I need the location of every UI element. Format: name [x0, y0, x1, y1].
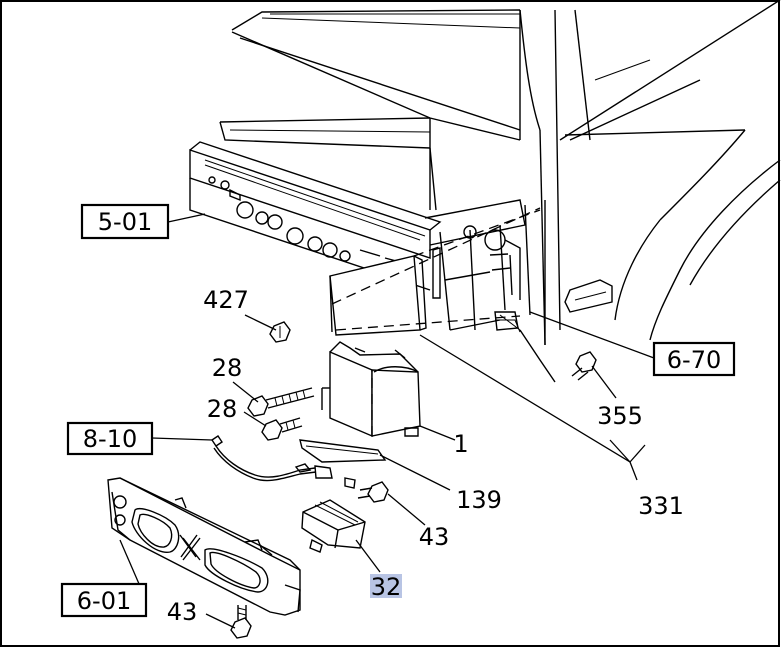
label-8-10-text: 8-10 [83, 425, 137, 453]
cab-body [219, 0, 781, 383]
label-5-01-text: 5-01 [98, 208, 152, 236]
part-label-32[interactable]: 32 [371, 573, 402, 601]
label-6-70[interactable]: 6-70 [652, 341, 736, 377]
part-label-28-upper[interactable]: 28 [212, 354, 243, 382]
front-grille-panel [107, 477, 301, 616]
part-label-28-lower[interactable]: 28 [207, 395, 238, 423]
leader-lines [119, 213, 655, 629]
label-5-01[interactable]: 5-01 [80, 203, 170, 240]
lamp-housing [321, 341, 421, 438]
bolt-43b [230, 605, 252, 639]
bolt-43a [357, 481, 389, 503]
wire-harness [211, 435, 356, 489]
label-6-70-text: 6-70 [667, 346, 721, 374]
part-label-1[interactable]: 1 [453, 430, 468, 458]
part-label-331[interactable]: 331 [638, 492, 684, 520]
part-label-427[interactable]: 427 [203, 286, 249, 314]
label-6-01[interactable]: 6-01 [60, 582, 148, 618]
front-bumper-frame [189, 141, 442, 291]
corner-panel [329, 255, 427, 336]
label-6-01-text: 6-01 [77, 587, 131, 615]
part-label-355[interactable]: 355 [597, 402, 643, 430]
corner-bracket [424, 199, 526, 331]
part-label-139[interactable]: 139 [456, 486, 502, 514]
part-32-highlight [370, 574, 402, 598]
part-label-43-upper[interactable]: 43 [419, 523, 450, 551]
bolt-28a [247, 387, 315, 417]
part-label-43-lower[interactable]: 43 [167, 598, 198, 626]
alignment-lines [331, 207, 541, 436]
side-marker-lamp [301, 499, 366, 553]
bolt-28b [261, 417, 303, 441]
bolt-355 [571, 351, 597, 381]
label-8-10[interactable]: 8-10 [66, 421, 154, 456]
bolt-427 [269, 321, 291, 343]
trim-strip [294, 439, 387, 473]
